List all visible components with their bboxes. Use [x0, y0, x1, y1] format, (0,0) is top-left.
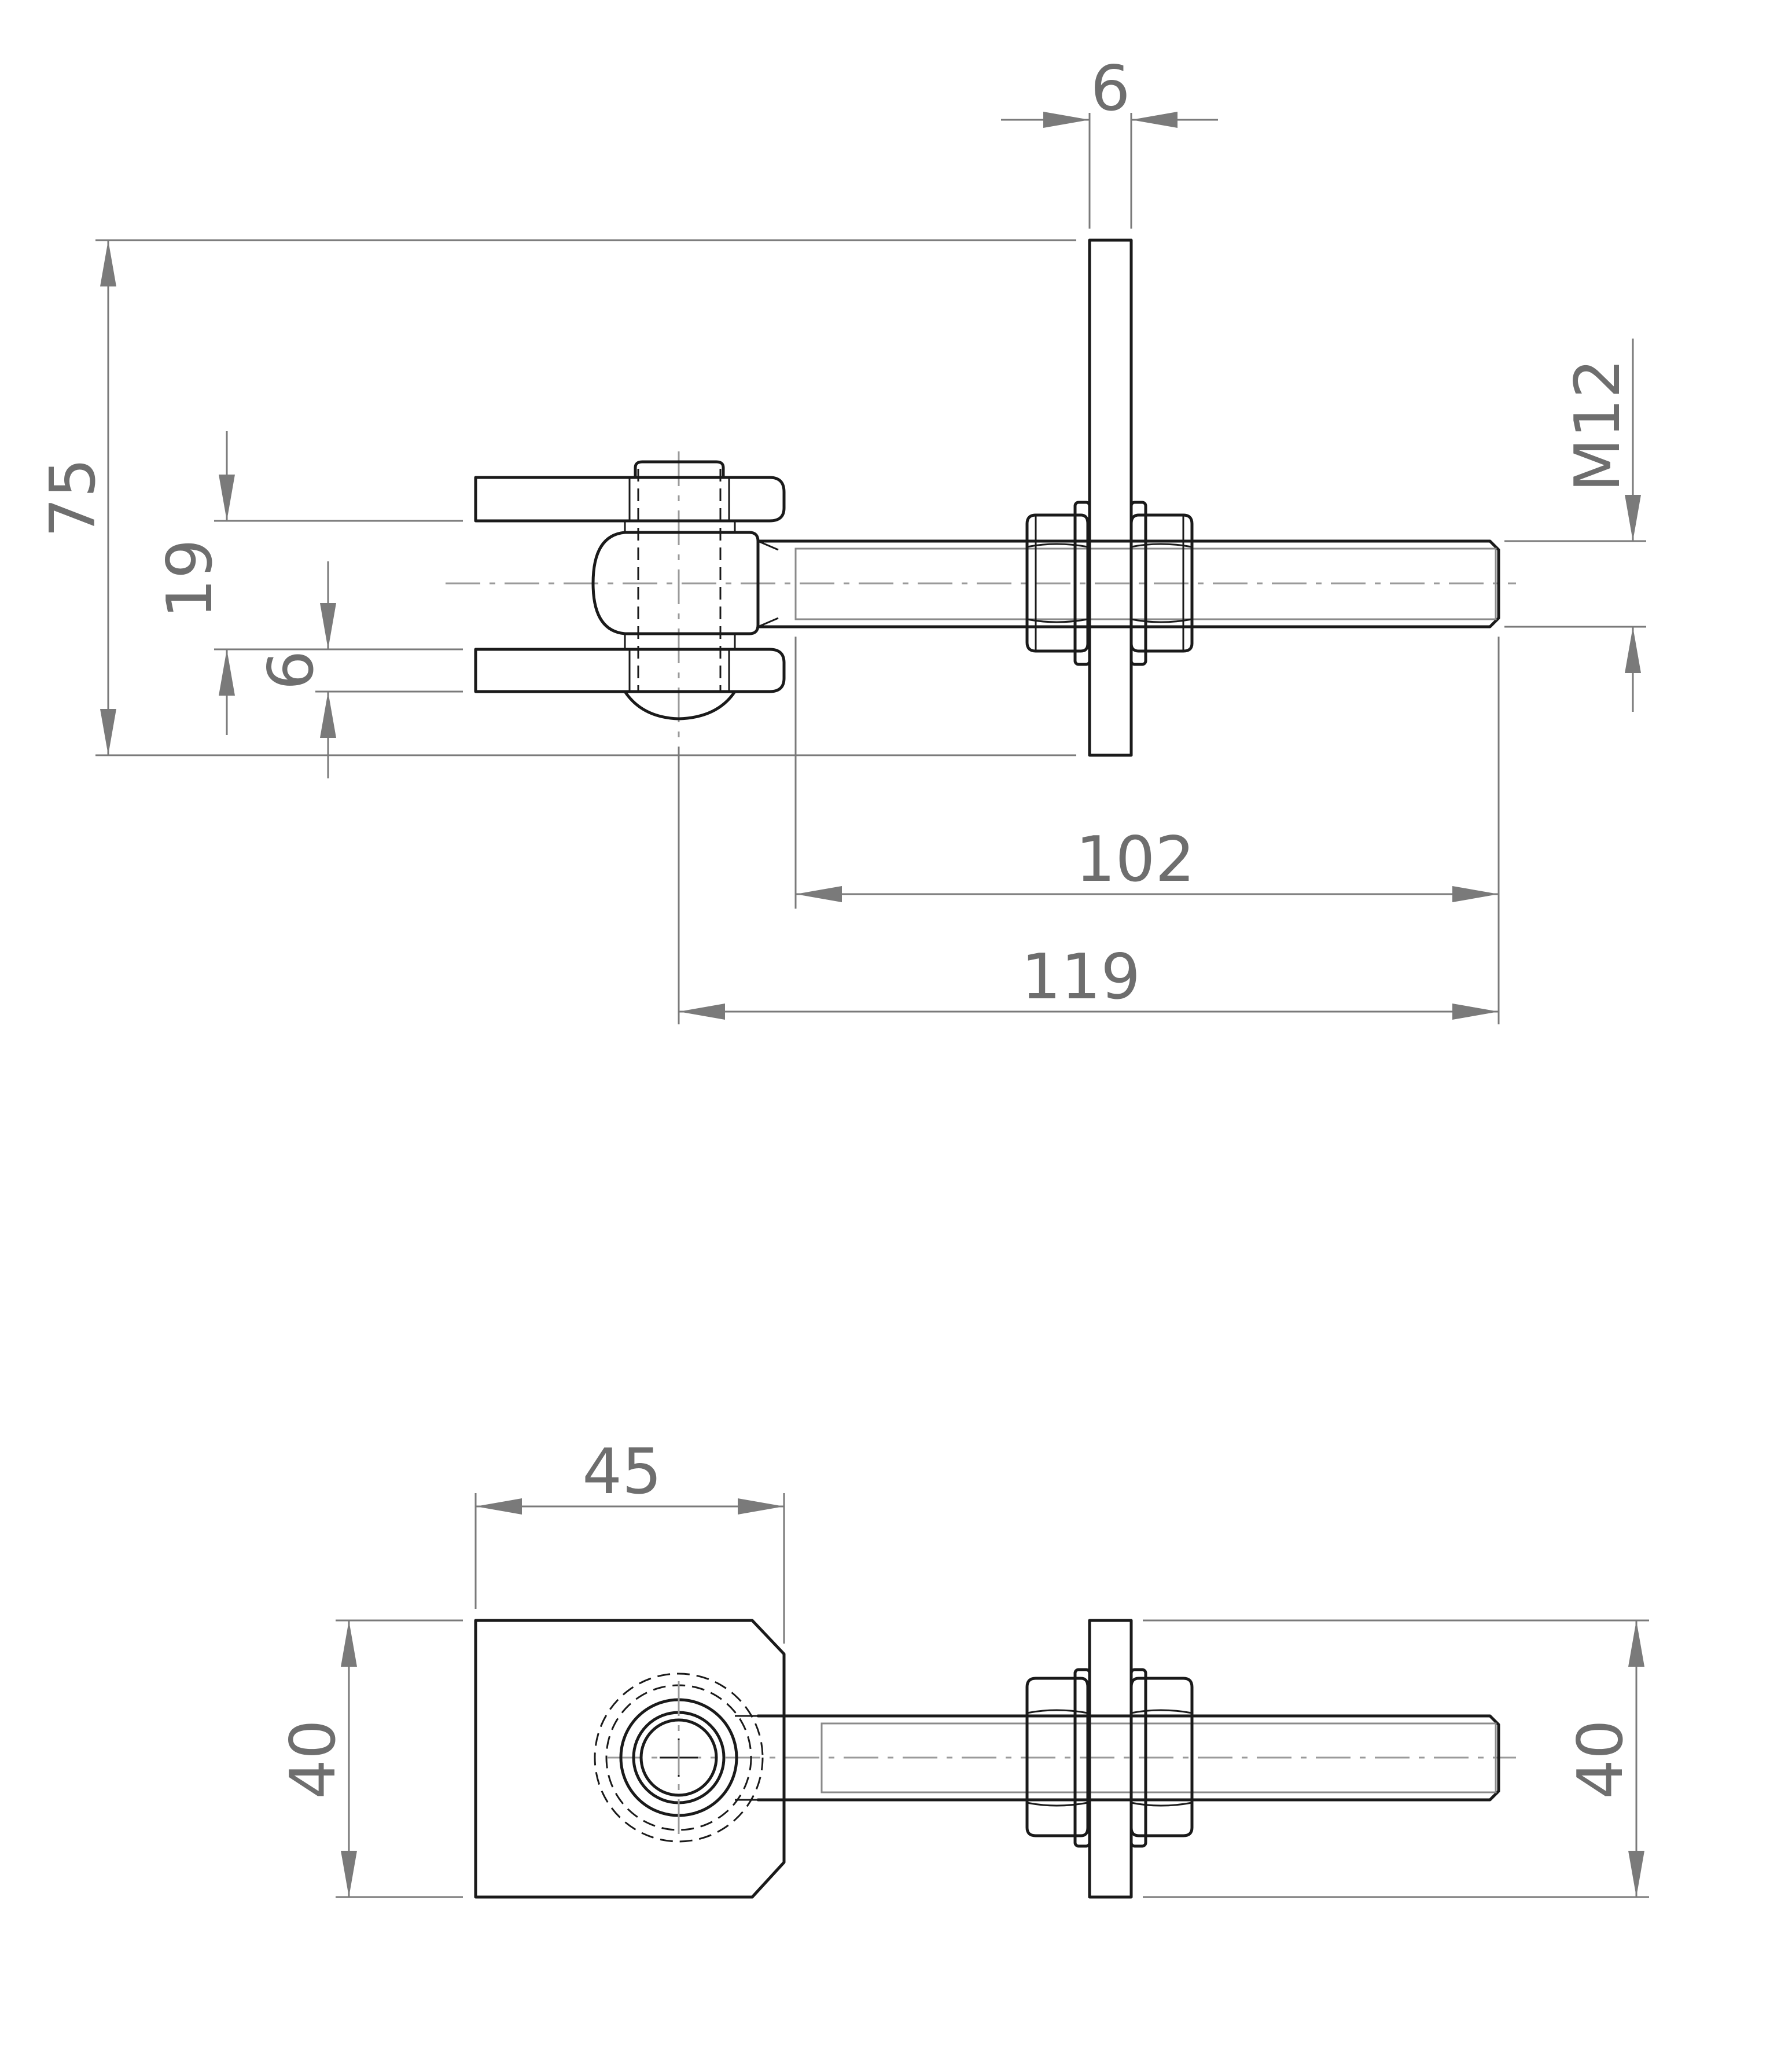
dim40r-arrow-bot	[1628, 1851, 1644, 1897]
knuckle-body	[591, 531, 760, 635]
top-thread-minor	[820, 1722, 1497, 1793]
top-washer-right	[1129, 1668, 1147, 1848]
pin-cap	[634, 460, 725, 479]
dim119-arrow-l	[679, 1004, 725, 1020]
m12-arrow-bot	[1625, 627, 1641, 673]
dim6-arrow-l	[1043, 112, 1090, 128]
dim-plate-thickness: 6	[1091, 53, 1131, 125]
eye-flange-bottom	[474, 648, 786, 693]
dim-thread-size: M12	[1562, 359, 1634, 492]
top-anchor-plate	[1088, 1619, 1133, 1899]
dim-thread-length: 102	[1076, 824, 1195, 896]
dim19-arrow-top	[219, 475, 235, 521]
anchor-plate	[1088, 238, 1133, 757]
eye-flange-top	[474, 476, 786, 523]
dim119-arrow-r	[1452, 1004, 1499, 1020]
threaded-rod	[756, 539, 1500, 628]
washer-right	[1129, 501, 1147, 666]
dim40l-arrow-bot	[341, 1851, 357, 1897]
top-nut-right-faces	[1131, 1709, 1193, 1807]
top-washer-left	[1073, 1668, 1091, 1848]
dim45-arrow-l	[476, 1498, 522, 1515]
dim19-arrow-bot	[219, 649, 235, 696]
washer-left	[1073, 501, 1091, 666]
nut-left	[1025, 513, 1090, 653]
dim-eye-gap: 19	[154, 539, 226, 618]
dim6b-arrow-bot	[320, 692, 336, 738]
dim75-arrow-top	[100, 240, 116, 286]
top-nut-left	[1025, 1677, 1090, 1837]
m12-arrow-top	[1625, 495, 1641, 541]
dim6-arrow-r	[1131, 112, 1178, 128]
dim-eye-thickness: 6	[255, 650, 328, 690]
nut-left-faces	[1026, 515, 1088, 651]
rod-neck-bot	[757, 617, 779, 628]
pin-circle	[639, 1718, 718, 1797]
top-rod	[756, 1714, 1500, 1802]
top-rod-neck	[735, 1715, 758, 1801]
dim75-arrow-bot	[100, 709, 116, 755]
dim-plate-height: 40	[1565, 1719, 1637, 1799]
dim102-arrow-l	[796, 886, 842, 902]
dim6b-arrow-top	[320, 603, 336, 649]
dim40l-arrow-top	[341, 1620, 357, 1667]
top-view: 45 40 40	[277, 1436, 1649, 1899]
dim-eye-plate-height: 40	[277, 1719, 349, 1799]
pin-head-bottom	[623, 690, 737, 721]
eye-outer-hidden	[594, 1673, 764, 1843]
dim-eye-plate-width: 45	[582, 1436, 661, 1508]
eye-plate	[474, 1619, 786, 1899]
nut-right-faces	[1131, 515, 1193, 651]
dim-overall-length: 119	[1021, 941, 1140, 1013]
dim40r-arrow-top	[1628, 1620, 1644, 1667]
rod-neck	[757, 540, 779, 551]
dim45-arrow-r	[738, 1498, 784, 1515]
side-view: 6 75 19 6 M12 1	[37, 53, 1646, 1024]
dim-overall-height: 75	[37, 458, 109, 537]
top-nut-left-faces	[1026, 1709, 1088, 1807]
dim102-arrow-r	[1452, 886, 1499, 902]
